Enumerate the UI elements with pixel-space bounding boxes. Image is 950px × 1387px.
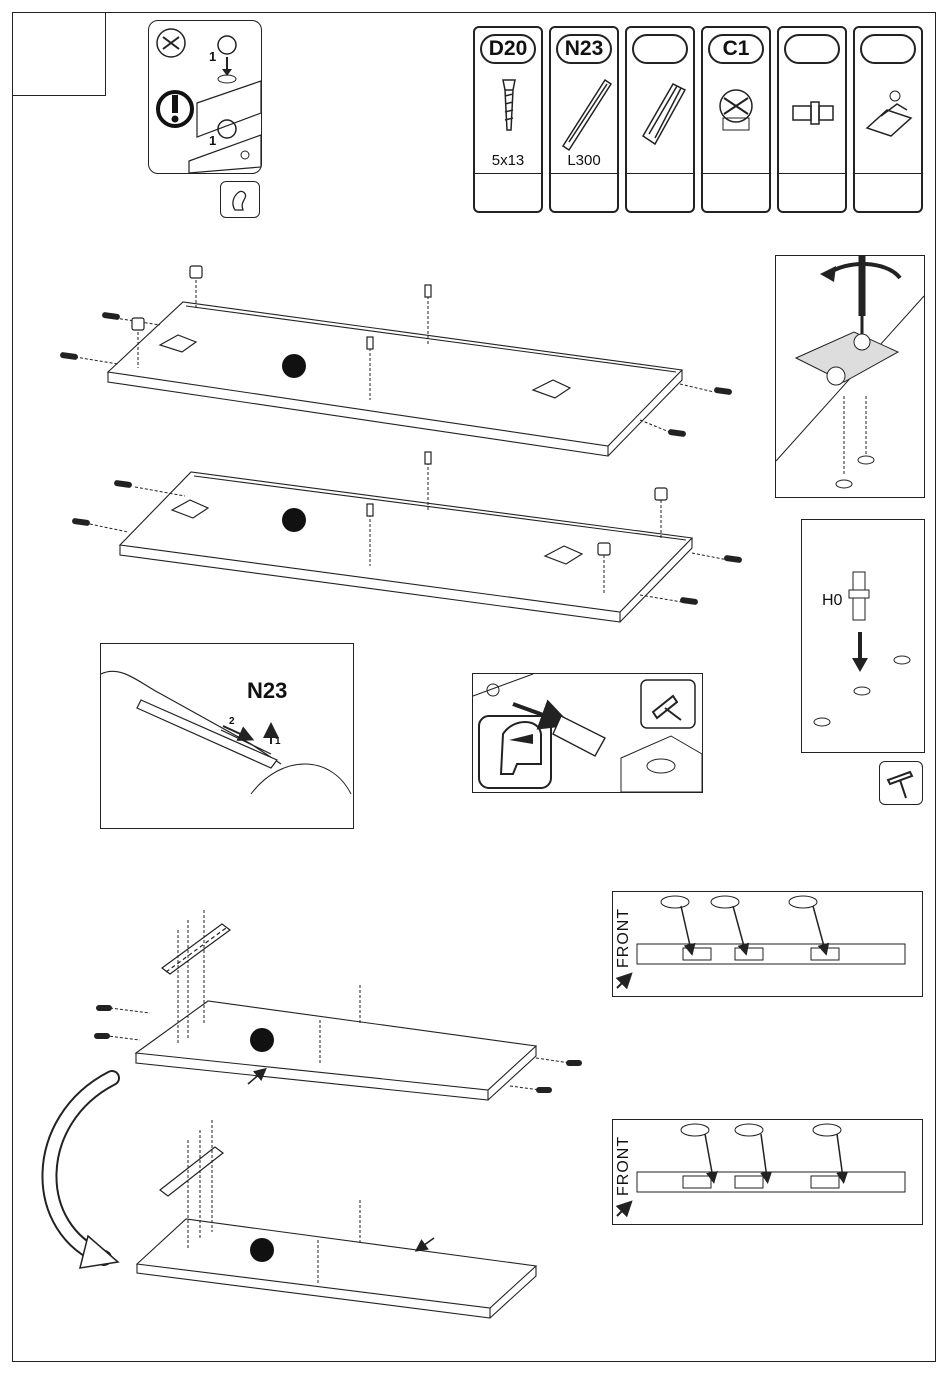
runner-separation-inset: N23 2 1 xyxy=(100,643,354,829)
drawer-runner-upper xyxy=(162,924,230,974)
runner-label: N23 xyxy=(247,678,287,704)
screwdriver-inset xyxy=(775,255,925,498)
front-label: FRONT xyxy=(615,908,633,968)
panel-marker-dot xyxy=(282,354,306,378)
front-edge-arrow xyxy=(420,1238,434,1248)
panel-side-3 xyxy=(136,1001,536,1100)
hinge-brackets xyxy=(160,335,582,564)
front-edge-arrow xyxy=(248,1072,262,1084)
panel-marker-dot xyxy=(282,508,306,532)
front-label: FRONT xyxy=(615,1136,633,1196)
pin-connector-inset: H0 xyxy=(801,519,925,753)
dowels-panel-1 xyxy=(75,280,728,602)
hammer-icon xyxy=(879,761,923,805)
panel-marker-dot xyxy=(250,1238,274,1262)
dowel-pins-lower xyxy=(94,1005,582,1093)
panel-marker-dot xyxy=(250,1028,274,1052)
front-diagram-1: FRONT xyxy=(612,891,923,997)
dowel-hammer-inset xyxy=(472,673,703,793)
front-diagram-2: FRONT xyxy=(612,1119,923,1225)
panel-top-1 xyxy=(108,302,682,456)
runner-step-1: 1 xyxy=(275,736,281,747)
runner-step-2: 2 xyxy=(229,716,235,727)
drawer-runner-lower xyxy=(160,1147,223,1196)
pin-label: H0 xyxy=(822,592,842,610)
dowel-pins xyxy=(60,312,743,605)
panel-side-4 xyxy=(137,1219,536,1318)
